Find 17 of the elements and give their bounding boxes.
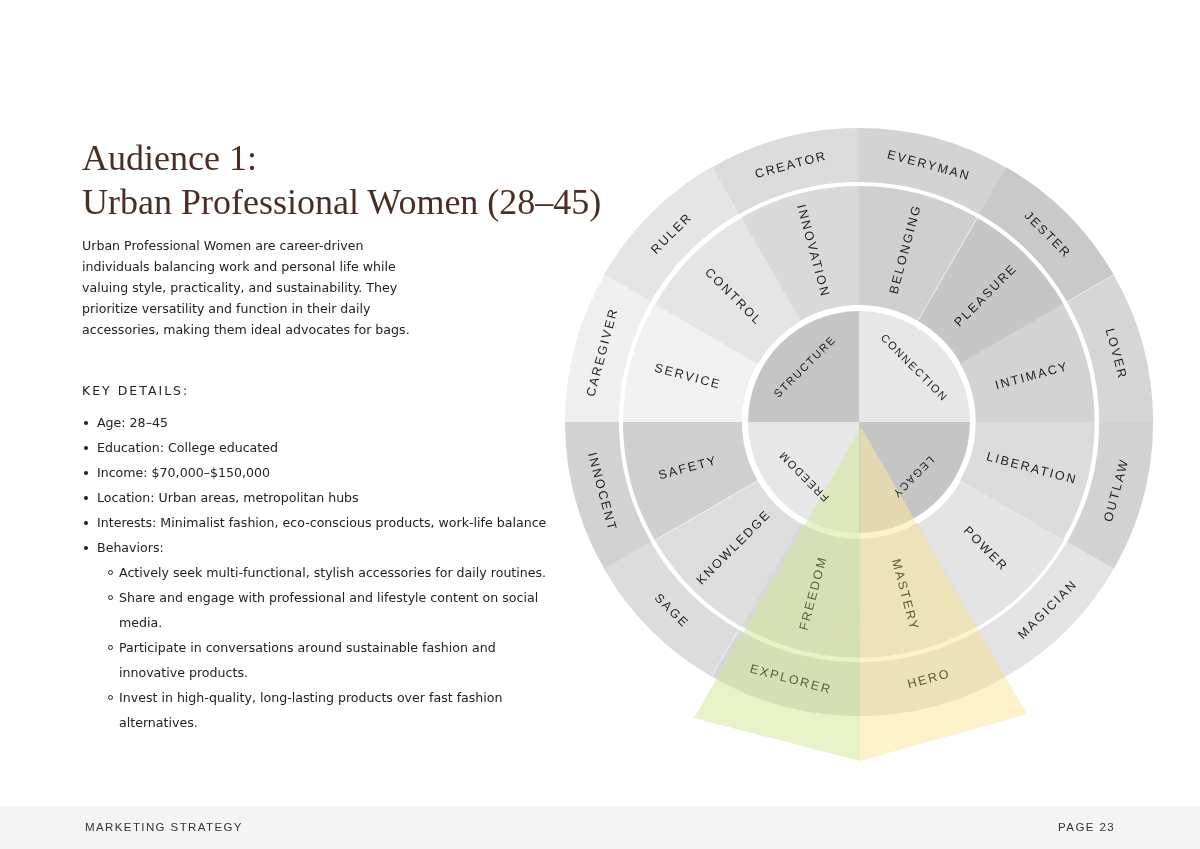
page-number: PAGE 23 — [1058, 820, 1115, 835]
segment-label: HERO — [904, 666, 952, 692]
list-item: Education: College educated — [97, 439, 278, 457]
page-title: Audience 1: Urban Professional Women (28–45) — [82, 137, 602, 224]
list-item: Location: Urban areas, metropolitan hubs — [97, 489, 359, 507]
list-item: Interests: Minimalist fashion, eco-conscious products, work-life balance — [97, 514, 547, 532]
section-heading: KEY DETAILS: — [82, 383, 190, 399]
list-item: Invest in high-quality, long-lasting products over fast fashion alternatives. — [119, 689, 504, 732]
list-item: Share and engage with professional and lifestyle content on social media. — [119, 589, 540, 632]
footer-section-title: MARKETING STRATEGY — [85, 820, 243, 835]
segment-label: LOVER — [1102, 326, 1130, 382]
list-item: Behaviors: — [97, 539, 164, 557]
list-item: Actively seek multi-functional, stylish accessories for daily routines. — [119, 564, 548, 582]
description-paragraph: Urban Professional Women are career-driven individuals balancing work and personal life while valuing style, practicality, and sustainability. They prioritize versatility and function in their daily accessories, making them ideal advocates for bags. — [82, 237, 411, 339]
list-item: Age: 28–45 — [97, 414, 168, 432]
list-item: Income: $70,000–$150,000 — [97, 464, 271, 482]
list-item: Participate in conversations around sustainable fashion and innovative products. — [119, 639, 497, 682]
